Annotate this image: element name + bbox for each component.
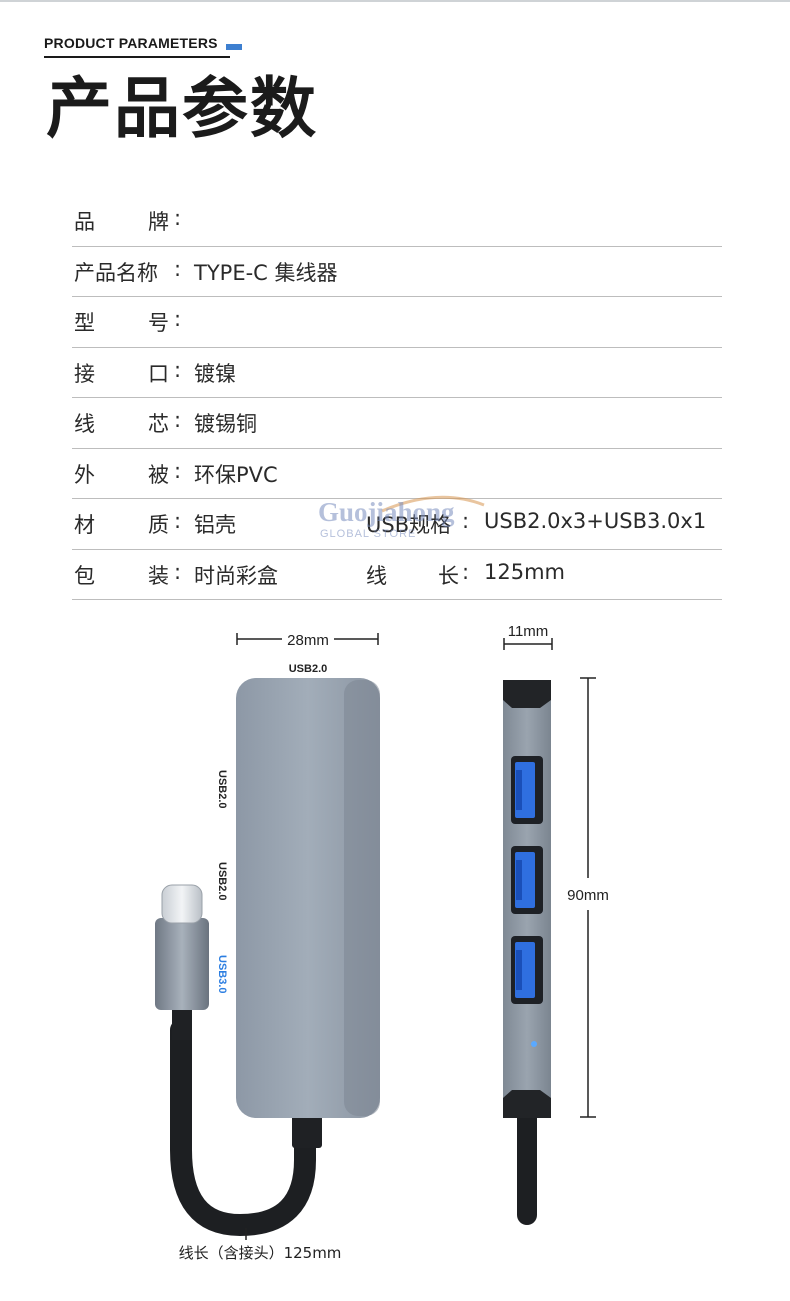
spec-colon: : xyxy=(174,408,182,432)
hub-side-bottom-cap xyxy=(503,1090,551,1118)
spec-label: 接 xyxy=(74,361,95,386)
spec-colon: : xyxy=(174,206,182,230)
product-diagram: 28mm USB2.0 USB2.0 USB2.0 USB3.0 线长（含接头）… xyxy=(155,623,609,1262)
spec-label: 芯 xyxy=(148,412,169,436)
usb-c-connector xyxy=(155,918,209,1010)
spec-value: 镀镍 xyxy=(194,361,236,386)
side-port-label: USB2.0 xyxy=(216,862,228,901)
spec-row-model: 型 号 : xyxy=(72,297,722,348)
led-indicator xyxy=(531,1041,537,1047)
watermark-text: Guojiahong xyxy=(318,497,455,527)
section-label: PRODUCT PARAMETERS xyxy=(44,35,218,51)
spec-label-cable: 线 xyxy=(366,563,387,588)
connector-strain-relief xyxy=(172,1005,192,1040)
spec-label: 被 xyxy=(148,462,169,487)
spec-value-usb: USB2.0x3+USB3.0x1 xyxy=(484,509,707,533)
spec-label: 型 xyxy=(74,311,95,335)
top-divider xyxy=(0,0,790,2)
spec-colon: : xyxy=(174,307,182,331)
spec-label: 质 xyxy=(148,513,169,537)
spec-row-product-name: 产品名称 : TYPE-C 集线器 xyxy=(72,247,722,297)
hub-strain-relief xyxy=(292,1112,322,1148)
spec-label-cable: 长 xyxy=(438,563,459,588)
thickness-dimension-label: 11mm xyxy=(508,623,549,640)
watermark-arc-icon xyxy=(381,495,485,513)
spec-table: 品 牌 : 产品名称 : TYPE-C 集线器 型 号 : 接 口 : 镀镍 线… xyxy=(72,196,722,600)
height-dimension xyxy=(580,677,596,1118)
spec-colon: : xyxy=(174,509,182,533)
spec-row-jacket: 外 被 : 环保PVC xyxy=(72,449,722,499)
store-watermark: Guojiahong GLOBAL STORE xyxy=(318,495,485,547)
top-port-label: USB2.0 xyxy=(289,663,328,675)
hub-body-edge xyxy=(344,680,380,1116)
spec-label: 品 xyxy=(74,210,95,234)
spec-row-interface: 接 口 : 镀镍 xyxy=(72,348,722,398)
usb3-port-icon xyxy=(511,846,543,914)
spec-label: 口 xyxy=(148,361,169,386)
spec-colon: : xyxy=(174,256,182,281)
spec-row-brand: 品 牌 : xyxy=(72,196,722,247)
spec-label: 装 xyxy=(148,563,169,588)
spec-colon: : xyxy=(174,458,182,483)
spec-value-cable: 125mm xyxy=(484,559,565,584)
thickness-dimension xyxy=(503,638,553,650)
spec-row-core: 线 芯 : 镀锡铜 xyxy=(72,398,722,449)
height-dimension-label: 90mm xyxy=(567,887,609,904)
spec-value: 环保PVC xyxy=(194,462,278,487)
usb3-port-icon xyxy=(511,936,543,1004)
usb-c-plug-tip xyxy=(161,884,203,924)
spec-label: 材 xyxy=(74,513,95,537)
cable xyxy=(170,1019,316,1237)
usb3-port-icon xyxy=(511,756,543,824)
spec-label-usb: USB规格 xyxy=(366,513,452,537)
width-dimension-label: 28mm xyxy=(287,632,329,649)
side-port-label-usb3: USB3.0 xyxy=(216,955,228,994)
hub-side-top-cap xyxy=(503,680,551,708)
section-label-underline xyxy=(44,56,230,58)
spec-label: 产品名称 xyxy=(74,260,158,285)
spec-value: 时尚彩盒 xyxy=(194,563,278,588)
side-port-label: USB2.0 xyxy=(216,770,228,809)
spec-label: 牌 xyxy=(148,210,169,234)
spec-row-packaging: 包 装 : 时尚彩盒 线 长 : 125mm xyxy=(72,550,722,600)
spec-colon: : xyxy=(462,559,470,584)
spec-colon: : xyxy=(174,357,182,382)
spec-label: 号 xyxy=(148,311,169,335)
spec-row-material: 材 质 : 铝壳 USB规格 : USB2.0x3+USB3.0x1 xyxy=(72,499,722,550)
section-label-accent xyxy=(226,44,242,50)
spec-value: 镀锡铜 xyxy=(194,412,257,436)
spec-colon: : xyxy=(174,559,182,584)
spec-colon: : xyxy=(462,509,470,533)
width-dimension xyxy=(236,633,379,645)
spec-label: 线 xyxy=(74,412,95,436)
spec-label: 包 xyxy=(74,563,95,588)
watermark-subtext: GLOBAL STORE xyxy=(320,528,417,540)
spec-value: TYPE-C 集线器 xyxy=(194,260,338,285)
page-title: 产品参数 xyxy=(46,70,318,147)
spec-value: 铝壳 xyxy=(194,513,236,537)
spec-label: 外 xyxy=(74,462,95,487)
cable-length-label: 线长（含接头）125mm xyxy=(179,1244,342,1262)
